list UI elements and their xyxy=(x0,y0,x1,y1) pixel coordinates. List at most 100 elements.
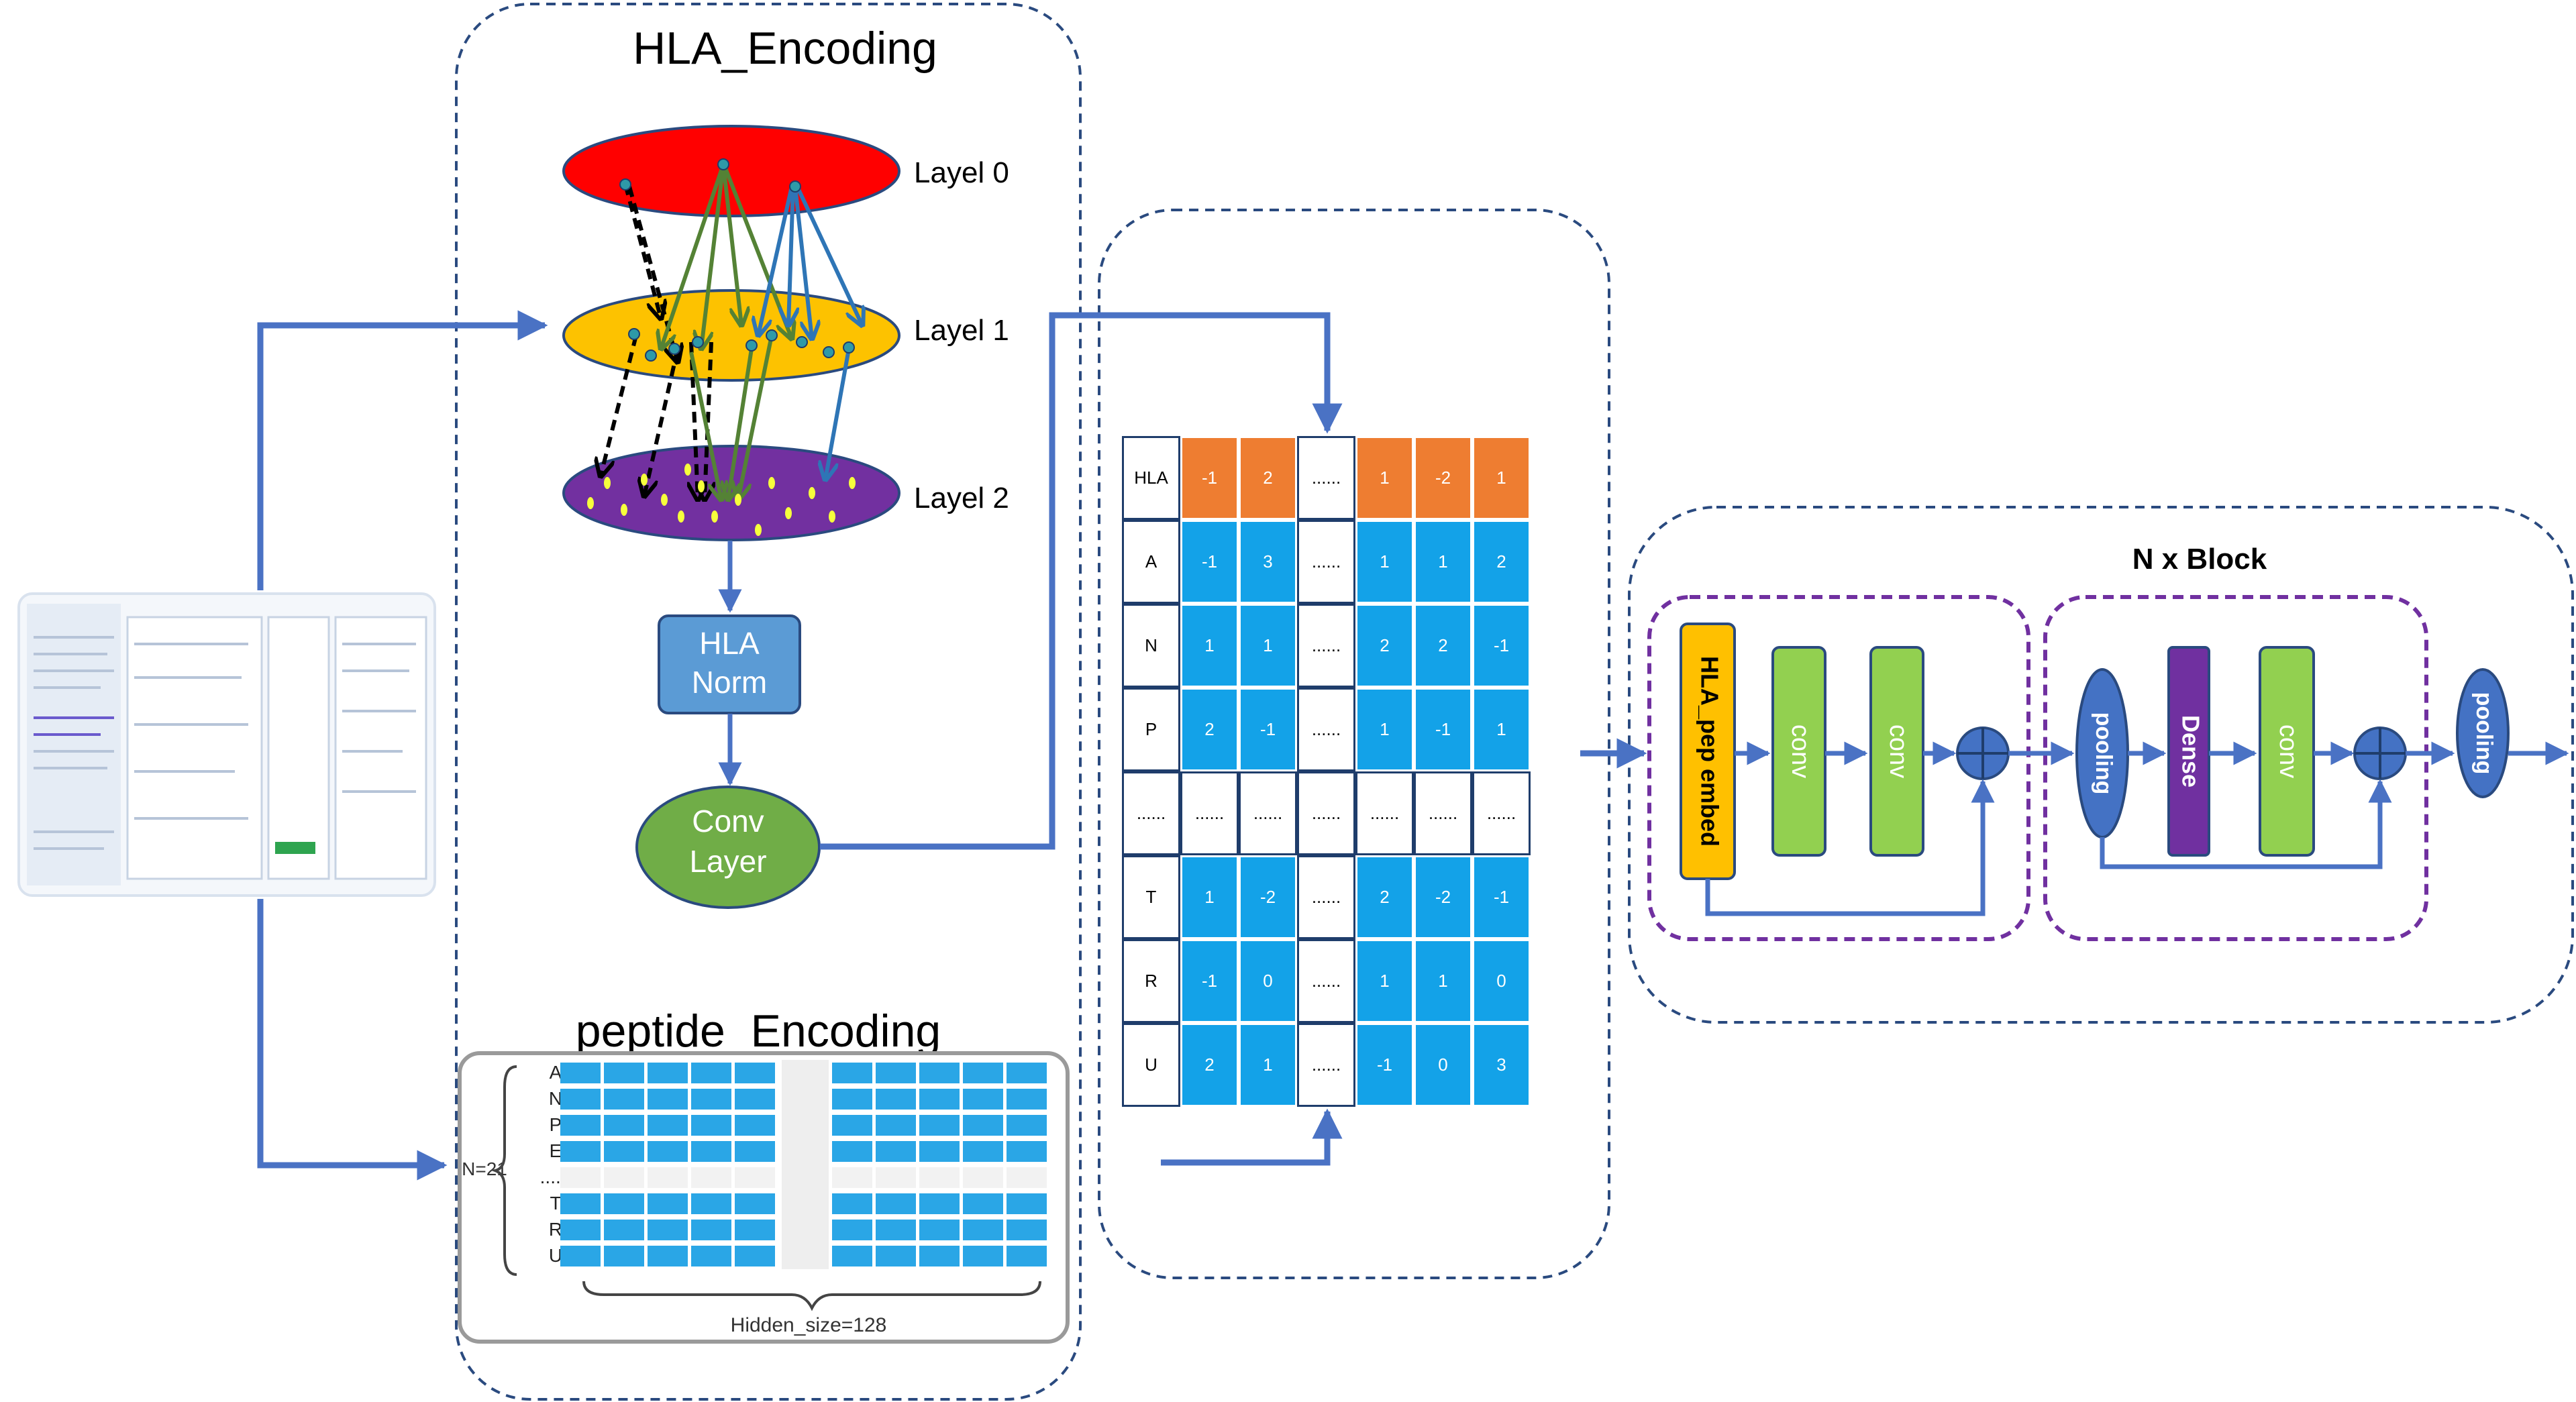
add-icon-2 xyxy=(2353,726,2407,780)
matrix-cell: -1 xyxy=(1472,604,1531,688)
peptide-embedding-cell xyxy=(963,1193,1003,1214)
matrix-cell: ...... xyxy=(1355,771,1414,855)
peptide-embedding-cell xyxy=(735,1063,775,1083)
peptide-embedding-cell xyxy=(604,1167,644,1188)
peptide-embedding-cell xyxy=(560,1063,601,1083)
matrix-cell: 3 xyxy=(1472,1023,1531,1107)
peptide-cols-brace xyxy=(582,1281,1041,1311)
peptide-embedding-cell xyxy=(735,1246,775,1266)
peptide-embedding-cell xyxy=(691,1115,731,1136)
matrix-cell: 2 xyxy=(1180,1023,1239,1107)
peptide-embedding-cell xyxy=(919,1089,960,1110)
matrix-cell: -1 xyxy=(1180,520,1239,604)
pooling-ellipse-2 xyxy=(2456,668,2510,798)
peptide-embedding-cell xyxy=(691,1141,731,1162)
peptide-row-label: T xyxy=(550,1193,561,1214)
peptide-embedding-cell xyxy=(735,1193,775,1214)
matrix-cell: ...... xyxy=(1297,1023,1355,1107)
peptide-embedding-cell xyxy=(648,1167,688,1188)
peptide-embedding-cell xyxy=(963,1220,1003,1240)
peptide-embedding-cell xyxy=(919,1220,960,1240)
matrix-cell: 1 xyxy=(1180,855,1239,939)
peptide-embedding-cell xyxy=(832,1141,872,1162)
peptide-rows-brace xyxy=(490,1065,517,1276)
matrix-cell: 1 xyxy=(1414,520,1472,604)
peptide-embedding-cell xyxy=(560,1246,601,1266)
matrix-cell: 0 xyxy=(1472,939,1531,1023)
peptide-embedding-cell xyxy=(648,1063,688,1083)
matrix-cell: ...... xyxy=(1414,771,1472,855)
peptide-embedding-cell xyxy=(1007,1115,1047,1136)
layer-0-label: Layel 0 xyxy=(914,156,1009,189)
matrix-cell: ...... xyxy=(1297,771,1355,855)
peptide-embedding-cell xyxy=(919,1167,960,1188)
matrix-header-cell: 2 xyxy=(1239,436,1297,520)
peptide-embedding-cell xyxy=(832,1089,872,1110)
layer-connections xyxy=(587,158,862,536)
dense-label: Dense xyxy=(2177,715,2204,788)
peptide-embedding-cell xyxy=(963,1115,1003,1136)
matrix-cell: 1 xyxy=(1472,688,1531,771)
layer-0-ellipse xyxy=(562,125,900,217)
peptide-row-label: E xyxy=(550,1140,562,1161)
peptide-embedding-cell xyxy=(963,1089,1003,1110)
matrix-row-label: P xyxy=(1122,688,1180,771)
matrix-cell: 2 xyxy=(1472,520,1531,604)
matrix-cell: 2 xyxy=(1180,688,1239,771)
matrix-row-label: R xyxy=(1122,939,1180,1023)
peptide-embedding-cell xyxy=(919,1063,960,1083)
peptide-embedding-cell xyxy=(963,1167,1003,1188)
peptide-row-label: A xyxy=(550,1062,562,1083)
matrix-cell: 2 xyxy=(1355,604,1414,688)
peptide-embedding-cell xyxy=(1007,1089,1047,1110)
peptide-embedding-cell xyxy=(735,1115,775,1136)
pooling-2-label: pooling xyxy=(2471,692,2497,775)
peptide-embedding-cell xyxy=(604,1115,644,1136)
peptide-gap-cell xyxy=(782,1112,829,1138)
peptide-embedding-cell xyxy=(876,1246,916,1266)
peptide-embedding-cell xyxy=(735,1089,775,1110)
matrix-header-cell: -1 xyxy=(1180,436,1239,520)
conv-box-1-label: conv xyxy=(1786,724,1814,778)
residual-skip-1 xyxy=(1705,779,1995,916)
matrix-header-cell: -2 xyxy=(1414,436,1472,520)
peptide-embedding-cell xyxy=(735,1220,775,1240)
peptide-embedding-cell xyxy=(560,1193,601,1214)
matrix-cell: ...... xyxy=(1297,688,1355,771)
matrix-cell: 1 xyxy=(1355,520,1414,604)
peptide-embedding-cell xyxy=(876,1220,916,1240)
peptide-embedding-cell xyxy=(604,1089,644,1110)
matrix-cell: -1 xyxy=(1414,688,1472,771)
peptide-embedding-cell xyxy=(691,1193,731,1214)
pooling-1-label: pooling xyxy=(2091,712,2116,795)
matrix-cell: ...... xyxy=(1297,939,1355,1023)
peptide-embedding-cell xyxy=(691,1246,731,1266)
peptide-embedding-cell xyxy=(604,1063,644,1083)
peptide-embedding-cell xyxy=(648,1141,688,1162)
peptide-embedding-cell xyxy=(1007,1246,1047,1266)
peptide-embedding-cell xyxy=(648,1193,688,1214)
peptide-gap-cell xyxy=(782,1191,829,1217)
peptide-embedding-cell xyxy=(560,1141,601,1162)
peptide-embedding-cell xyxy=(691,1220,731,1240)
peptide-embedding-cell xyxy=(1007,1063,1047,1083)
conv-box-3-label: conv xyxy=(2274,724,2302,778)
peptide-gap-cell xyxy=(782,1243,829,1269)
matrix-cell: 1 xyxy=(1355,939,1414,1023)
matrix-cell: 1 xyxy=(1355,688,1414,771)
peptide-embedding-cell xyxy=(832,1246,872,1266)
matrix-header-cell: ...... xyxy=(1297,436,1355,520)
peptide-embedding-cell xyxy=(876,1063,916,1083)
layer-1-label: Layel 1 xyxy=(914,314,1009,347)
residual-skip-2 xyxy=(2100,779,2392,869)
matrix-header-cell: 1 xyxy=(1472,436,1531,520)
peptide-gap-cell xyxy=(782,1086,829,1112)
peptide-embedding-cell xyxy=(648,1089,688,1110)
peptide-gap-cell xyxy=(782,1138,829,1165)
conv-box-2-label: conv xyxy=(1884,724,1912,778)
peptide-embedding-cell xyxy=(963,1063,1003,1083)
hla-encoding-panel xyxy=(455,3,1082,1401)
matrix-cell: -2 xyxy=(1239,855,1297,939)
peptide-gap-cell xyxy=(782,1217,829,1243)
